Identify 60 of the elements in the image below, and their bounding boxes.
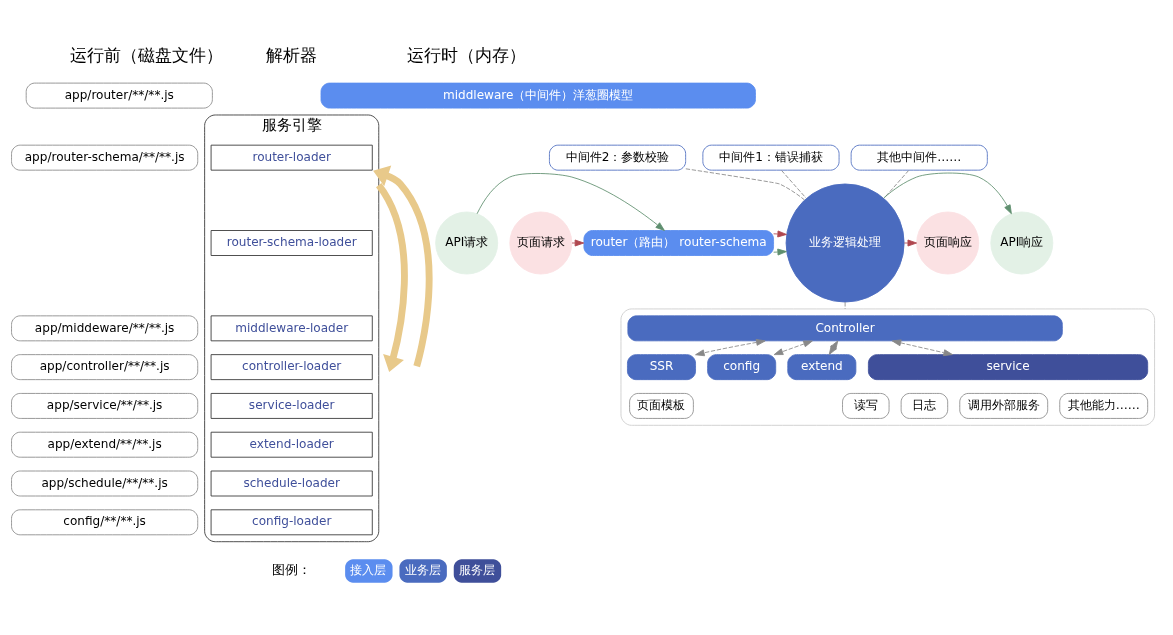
node-box: app/middeware/**/**.js (11, 314, 199, 341)
arrow (695, 338, 766, 356)
node-box: 其他中间件…… (850, 144, 988, 171)
arrow (828, 340, 839, 355)
node-box: SSR (627, 353, 696, 380)
node-box: app/service/**/**.js (11, 392, 199, 419)
legend-label: 接入层 (350, 562, 387, 577)
connector (685, 167, 805, 200)
label: 运行时（内存） (407, 44, 527, 65)
node-box: middleware（中间件）洋葱圈模型 (320, 82, 756, 109)
node-box: service (867, 353, 1149, 380)
node-box: schedule-loader (210, 470, 373, 496)
node-box: app/extend/**/**.js (11, 431, 199, 458)
node-box: config-loader (210, 508, 373, 535)
node-box: service-loader (210, 392, 373, 419)
node-box: router-loader (210, 144, 373, 171)
node-box: config (707, 353, 777, 380)
node-box: app/router/**/**.js (25, 82, 213, 109)
cluster (620, 308, 1155, 426)
node-box: 日志 (900, 392, 949, 419)
node-box: middleware-loader (210, 314, 373, 341)
node-box: 页面模板 (629, 392, 694, 419)
node-box: extend (787, 353, 857, 380)
node-box: 调用外部服务 (959, 392, 1049, 419)
arrow (373, 165, 408, 372)
connector (844, 301, 846, 309)
label: 解析器 (266, 44, 318, 65)
node-box: 中间件2：参数校验 (549, 144, 687, 171)
node-box: 中间件1：错误捕获 (702, 144, 840, 171)
node-box: Controller (627, 314, 1063, 341)
arrow (476, 172, 665, 231)
node-box: app/controller/**/**.js (11, 353, 199, 380)
node-box: app/router-schema/**/**.js (11, 144, 199, 171)
node-box: 读写 (842, 392, 890, 419)
node-box: extend-loader (210, 431, 373, 458)
node-circle: API请求 (435, 211, 499, 274)
node-circle: 页面请求 (509, 211, 573, 274)
arrow (773, 230, 787, 237)
arrow (773, 340, 813, 355)
arrow (373, 165, 433, 367)
node-circle: 业务逻辑处理 (785, 183, 905, 302)
connector (781, 169, 807, 199)
arrow (773, 248, 787, 255)
label: 运行前（磁盘文件） (70, 44, 224, 65)
node-circle: 页面响应 (916, 211, 980, 274)
node-box: config/**/**.js (11, 508, 199, 535)
legend-label: 服务层 (458, 562, 495, 577)
node-box: router-schema-loader (210, 229, 373, 256)
node-box: router（路由） router-schema (583, 229, 774, 256)
node-circle: API响应 (990, 211, 1054, 274)
label: 图例： (272, 561, 312, 577)
arrow (904, 239, 917, 246)
node-box: controller-loader (210, 353, 373, 380)
node-box: app/schedule/**/**.js (11, 470, 199, 496)
node-box: 其他能力…… (1059, 392, 1149, 419)
arrow (883, 172, 1012, 214)
legend-label: 业务层 (404, 562, 441, 577)
arrow (891, 338, 953, 356)
arrow (571, 239, 585, 246)
connector (883, 169, 910, 199)
